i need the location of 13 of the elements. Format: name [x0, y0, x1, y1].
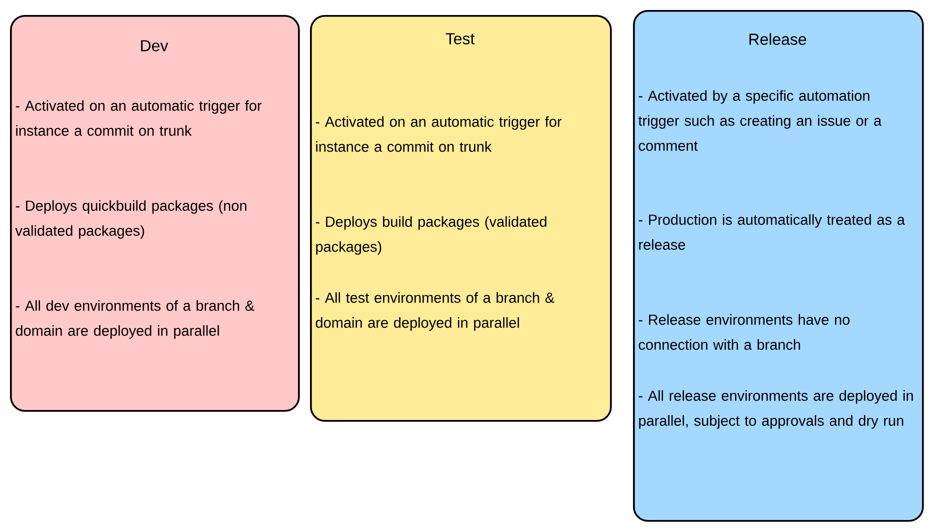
bullet-text: - Deploys quickbuild packages (non validated packages): [15, 200, 246, 239]
bullet-text: - Release environments have no connection with a branch: [638, 314, 850, 350]
card-heading: Release: [749, 33, 806, 45]
bullet-text: - All dev environments of a branch & domain are deployed in parallel: [16, 300, 254, 339]
bullet-text: - Production is automatically treated as a release: [638, 214, 905, 250]
bullet-text: - Activated by a specific automation trigger such as creating an issue or a comment: [638, 90, 882, 151]
bullet-text: - All release environments are deployed in parallel, subject to approvals and dry run: [638, 390, 913, 429]
card-heading: Test: [446, 33, 475, 44]
bullet-text: - Deploys build packages (validated packages): [316, 216, 546, 255]
bullet-text: - Activated on an automatic trigger for instance a commit on trunk: [16, 100, 262, 136]
card-heading: Dev: [141, 40, 168, 52]
bullet-text: - Activated on an automatic trigger for instance a commit on trunk: [316, 116, 562, 152]
bullet-text: - All test environments of a branch & domain are deployed in parallel: [316, 292, 554, 331]
